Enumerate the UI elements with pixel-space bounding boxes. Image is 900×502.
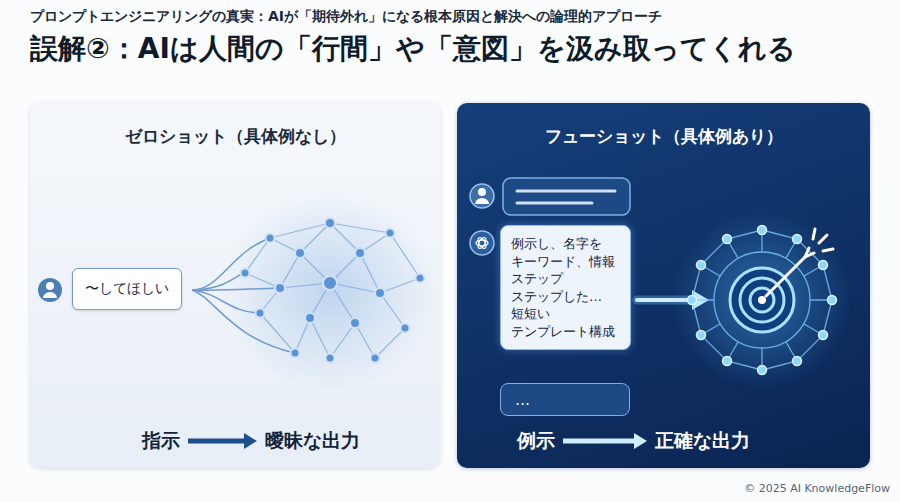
panel-title: フューショット（具体例あり） bbox=[457, 125, 870, 148]
fan-lines bbox=[192, 238, 270, 290]
network-nodes bbox=[355, 248, 365, 258]
network-nodes bbox=[828, 296, 837, 305]
network-nodes bbox=[819, 331, 828, 340]
network-lines bbox=[692, 230, 832, 370]
user-icon bbox=[38, 278, 62, 302]
step-label: 例示 bbox=[517, 428, 555, 454]
network-nodes bbox=[350, 318, 360, 328]
panel-title: ゼロショット（具体例なし） bbox=[30, 125, 440, 148]
network-lines bbox=[692, 230, 832, 370]
arrow-line bbox=[188, 439, 247, 444]
arrow-connector bbox=[563, 433, 647, 449]
network-nodes bbox=[241, 218, 425, 363]
ai-icon bbox=[470, 231, 494, 255]
user-icon bbox=[38, 278, 62, 302]
network-nodes bbox=[688, 296, 697, 305]
user-icon bbox=[470, 184, 494, 208]
ai-icon bbox=[476, 236, 487, 249]
prompt-bubble bbox=[517, 202, 592, 205]
arrow-connector bbox=[188, 433, 257, 449]
network-nodes bbox=[305, 313, 315, 323]
network-nodes bbox=[275, 283, 285, 293]
network-nodes bbox=[241, 269, 250, 278]
step-label: 指示 bbox=[142, 428, 180, 454]
copyright: © 2025 AI KnowledgeFlow bbox=[744, 482, 890, 495]
header-text: プロンプトエンジニアリングの真実：AIが「期待外れ」になる根本原因と解決への論理… bbox=[30, 8, 662, 26]
speech-bubble: … bbox=[500, 383, 630, 416]
node-text: 〜してほしい bbox=[85, 280, 169, 296]
user-icon bbox=[43, 292, 57, 298]
fan-lines bbox=[192, 288, 280, 290]
node-text: … bbox=[515, 391, 530, 409]
dart-arrow bbox=[813, 229, 815, 239]
speech-bubble: 〜してほしい bbox=[72, 268, 182, 310]
network-nodes bbox=[688, 226, 837, 375]
target-icon bbox=[758, 296, 766, 304]
network-nodes bbox=[266, 234, 275, 243]
network-lines bbox=[245, 223, 420, 358]
fan-lines bbox=[192, 273, 245, 290]
example-bubble: 例示し、名字を キーワード、情報 ステップ ステップした… 短短い テンプレート… bbox=[500, 225, 631, 350]
network-nodes bbox=[375, 288, 385, 298]
few-shot-illustration bbox=[672, 210, 852, 390]
network-nodes bbox=[758, 366, 767, 375]
network-nodes bbox=[295, 248, 305, 258]
node-text: 例示 bbox=[517, 429, 555, 451]
dart-arrow bbox=[766, 229, 833, 296]
network-nodes bbox=[723, 357, 732, 366]
dart-arrow bbox=[823, 249, 833, 251]
prompt-bubble bbox=[503, 178, 630, 215]
fan-lines bbox=[192, 290, 295, 353]
arrow-head bbox=[244, 433, 257, 449]
network-nodes bbox=[386, 229, 395, 238]
zero-shot-illustration bbox=[222, 193, 438, 389]
network-nodes bbox=[697, 261, 706, 270]
network-nodes bbox=[325, 218, 335, 228]
network-nodes bbox=[697, 331, 706, 340]
panel: ゼロショット（具体例なし） 〜してほしい指示 曖昧な出力 bbox=[30, 103, 440, 468]
node-text: 正確な出力 bbox=[655, 429, 750, 451]
prompt-bubble bbox=[517, 190, 615, 193]
page-title: 誤解②：AIは人間の「行間」や「意図」を汲み取ってくれる bbox=[30, 30, 796, 68]
node-text: 例示し、名字を キーワード、情報 ステップ ステップした… 短短い テンプレート… bbox=[511, 235, 620, 340]
ai-icon bbox=[476, 236, 487, 249]
node-text: 曖昧な出力 bbox=[265, 429, 360, 451]
network-nodes bbox=[323, 276, 337, 290]
network-nodes bbox=[793, 235, 802, 244]
user-icon bbox=[470, 184, 494, 208]
fan-lines bbox=[192, 290, 260, 313]
user-icon bbox=[46, 282, 54, 290]
network-nodes bbox=[401, 324, 410, 333]
network-nodes bbox=[819, 261, 828, 270]
prompt-bubble bbox=[503, 178, 630, 215]
step-label: 正確な出力 bbox=[655, 428, 750, 454]
network-lines bbox=[692, 230, 832, 370]
network-nodes bbox=[416, 274, 425, 283]
network-lines bbox=[714, 252, 810, 348]
network-nodes bbox=[326, 354, 335, 363]
network-nodes bbox=[723, 235, 732, 244]
panel: フューショット（具体例あり） 例示し、名字を キーワード、情報 ステップ ステップ… bbox=[457, 103, 870, 468]
network-lines bbox=[245, 223, 420, 358]
dart-arrow bbox=[819, 235, 827, 243]
dart-arrow bbox=[805, 248, 809, 257]
network-nodes bbox=[256, 309, 265, 318]
network-nodes bbox=[291, 349, 300, 358]
network-nodes bbox=[371, 354, 380, 363]
step-label: 曖昧な出力 bbox=[265, 428, 360, 454]
dart-arrow bbox=[766, 257, 805, 296]
arrow-head bbox=[634, 433, 647, 449]
user-icon bbox=[478, 188, 486, 196]
ai-icon bbox=[470, 231, 494, 255]
network-nodes bbox=[793, 357, 802, 366]
arrow-line bbox=[563, 439, 637, 444]
node-text: 指示 bbox=[142, 429, 180, 451]
user-icon bbox=[475, 198, 489, 204]
network-nodes bbox=[758, 226, 767, 235]
